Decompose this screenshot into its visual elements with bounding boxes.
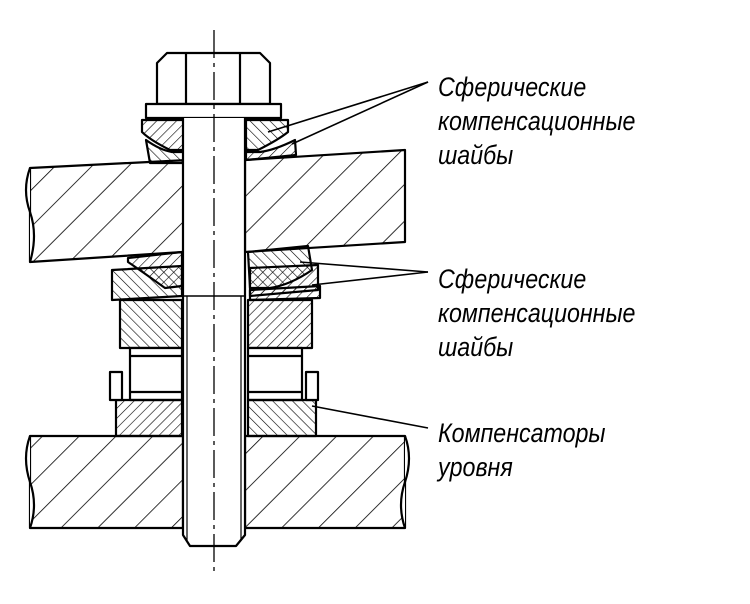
upper-spherical-washers <box>140 118 298 165</box>
label-line: Компенсаторы <box>438 418 606 448</box>
level-compensators <box>108 298 320 438</box>
label-line: компенсационные <box>438 106 636 136</box>
leader-lines <box>267 81 429 429</box>
label-line: Сферические <box>438 264 587 294</box>
label-line: шайбы <box>438 332 514 362</box>
lower-plate <box>24 434 411 530</box>
label-upper-spherical-washers: Сферические компенсационные шайбы <box>438 70 635 172</box>
label-lower-spherical-washers: Сферические компенсационные шайбы <box>438 262 635 364</box>
lower-spherical-washers <box>110 244 322 302</box>
label-line: компенсационные <box>438 298 636 328</box>
label-line: Сферические <box>438 72 587 102</box>
label-level-compensators: Компенсаторы уровня <box>438 416 606 484</box>
label-line: шайбы <box>438 140 514 170</box>
label-line: уровня <box>438 452 513 482</box>
